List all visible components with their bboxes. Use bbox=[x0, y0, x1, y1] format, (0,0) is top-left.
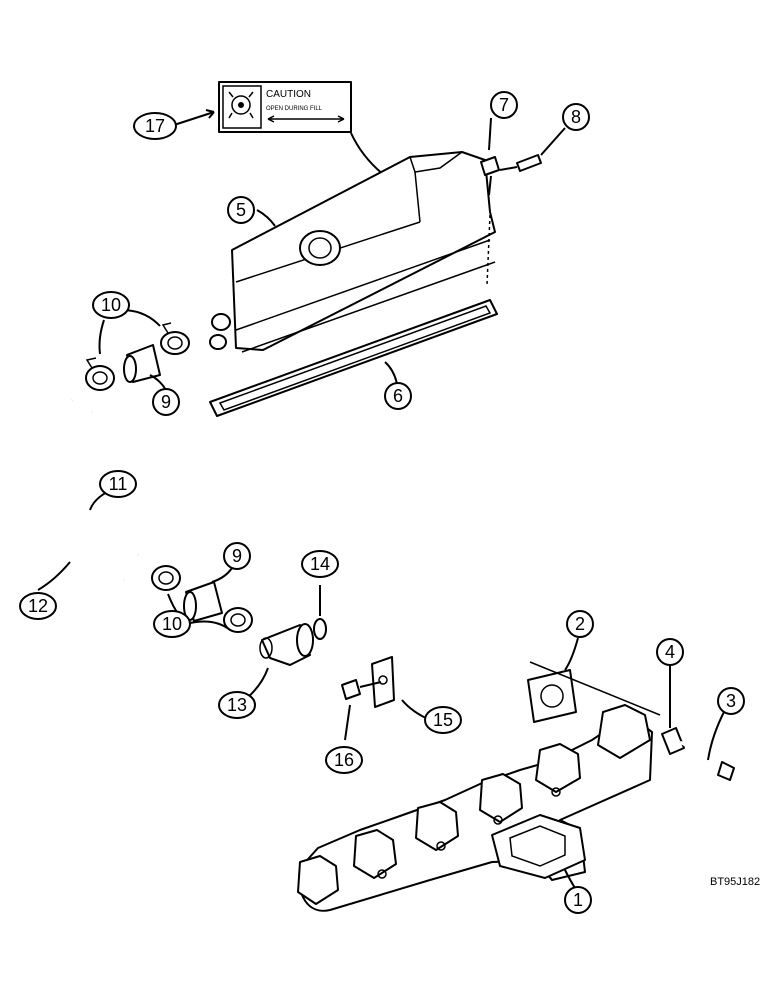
svg-text:10: 10 bbox=[162, 614, 182, 634]
callout-7: 7 bbox=[490, 91, 518, 119]
callout-12: 12 bbox=[19, 592, 57, 620]
callout-17: 17 bbox=[133, 112, 177, 140]
svg-text:15: 15 bbox=[433, 710, 453, 730]
svg-text:11: 11 bbox=[109, 474, 128, 494]
cover-bolt bbox=[480, 156, 500, 196]
svg-text:9: 9 bbox=[232, 546, 242, 566]
callout-5: 5 bbox=[227, 196, 255, 224]
svg-text:1: 1 bbox=[573, 890, 583, 910]
callout-2: 2 bbox=[566, 610, 594, 638]
callout-8: 8 bbox=[562, 103, 590, 131]
outlet-spigot-lower bbox=[209, 334, 227, 350]
rocker-cover bbox=[209, 151, 496, 353]
svg-text:14: 14 bbox=[310, 554, 330, 574]
callout-10-upper: 10 bbox=[92, 291, 130, 319]
upper-hose-clamp-left bbox=[85, 357, 115, 391]
exhaust-manifold bbox=[297, 704, 653, 912]
callout-14: 14 bbox=[301, 550, 339, 578]
lower-hose-clamp-left bbox=[151, 565, 181, 591]
leader-lines bbox=[37, 109, 726, 889]
decal-title: CAUTION bbox=[266, 89, 311, 100]
caution-decal: CAUTION OPEN DURING FILL bbox=[218, 81, 352, 133]
coolant-tube-inner bbox=[70, 409, 142, 558]
svg-text:17: 17 bbox=[145, 116, 165, 136]
callout-15: 15 bbox=[424, 706, 462, 734]
decal-subtitle: OPEN DURING FILL bbox=[266, 106, 323, 112]
upper-hose-clamp-right bbox=[160, 322, 190, 355]
flange-gasket bbox=[527, 661, 661, 723]
manifold-clip bbox=[661, 727, 685, 755]
svg-text:9: 9 bbox=[161, 392, 171, 412]
lower-short-hose bbox=[183, 581, 223, 622]
svg-text:10: 10 bbox=[101, 295, 121, 315]
turbo-flange bbox=[491, 814, 586, 879]
vent-fitting bbox=[499, 154, 542, 172]
svg-text:13: 13 bbox=[227, 695, 247, 715]
callout-11: 11 bbox=[99, 470, 137, 498]
callout-9-lower: 9 bbox=[223, 542, 251, 570]
svg-text:6: 6 bbox=[393, 386, 403, 406]
outlet-spigot-upper bbox=[211, 313, 231, 331]
svg-text:7: 7 bbox=[499, 95, 509, 115]
coolant-tube-outer bbox=[38, 396, 128, 583]
decal-cap-icon bbox=[228, 91, 254, 119]
upper-short-hose bbox=[123, 344, 161, 383]
svg-text:3: 3 bbox=[726, 691, 736, 711]
filler-neck bbox=[299, 230, 341, 266]
rocker-cover-gasket bbox=[209, 299, 498, 417]
callout-4: 4 bbox=[656, 638, 684, 666]
bracket-bolt bbox=[341, 679, 382, 700]
manifold-bolt bbox=[679, 740, 735, 781]
svg-text:16: 16 bbox=[334, 750, 354, 770]
callout-1: 1 bbox=[564, 886, 592, 914]
svg-text:2: 2 bbox=[575, 614, 585, 634]
o-ring bbox=[313, 618, 327, 640]
svg-text:4: 4 bbox=[665, 642, 675, 662]
callout-6: 6 bbox=[384, 382, 412, 410]
lower-hose-clamp-right bbox=[223, 607, 253, 633]
callout-9-upper: 9 bbox=[152, 388, 180, 416]
callout-13: 13 bbox=[218, 691, 256, 719]
svg-text:5: 5 bbox=[236, 200, 246, 220]
outlet-elbow bbox=[259, 623, 314, 666]
mounting-bracket bbox=[371, 656, 395, 708]
callout-3: 3 bbox=[717, 687, 745, 715]
callout-16: 16 bbox=[325, 746, 363, 774]
decal-arrow-icon bbox=[267, 115, 345, 123]
reference-code: BT95J182 bbox=[710, 876, 760, 888]
callout-10-lower: 10 bbox=[153, 610, 191, 638]
svg-text:8: 8 bbox=[571, 107, 581, 127]
svg-text:12: 12 bbox=[28, 596, 48, 616]
